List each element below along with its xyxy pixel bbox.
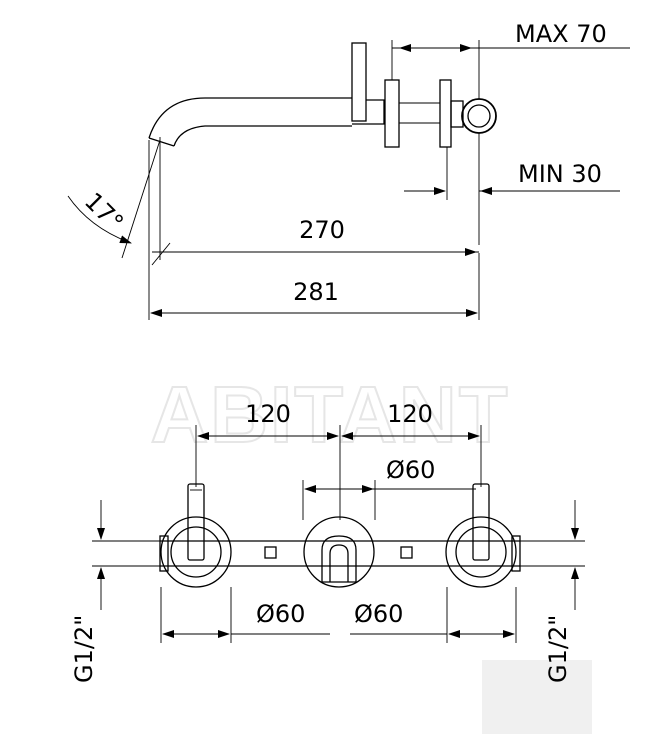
watermark-text: ABITANT bbox=[150, 370, 509, 459]
side-lever-base bbox=[352, 99, 385, 125]
right-lever bbox=[472, 483, 490, 561]
spacing-left-label: 120 bbox=[245, 400, 291, 428]
thread-left-label: G1/2" bbox=[70, 615, 98, 683]
valve-square-left bbox=[264, 546, 277, 559]
side-view: MAX 70 MIN 30 17° 270 281 bbox=[67, 20, 630, 320]
right-rosette bbox=[445, 516, 517, 588]
min-label: MIN 30 bbox=[518, 160, 602, 188]
center-rosette bbox=[303, 516, 375, 588]
angle-label: 17° bbox=[79, 187, 129, 237]
spout-bottom-edge bbox=[173, 125, 352, 147]
spout-outlet bbox=[148, 137, 175, 147]
spout-length-label: 270 bbox=[299, 216, 345, 244]
side-lever bbox=[351, 42, 367, 122]
rosette-right-label: Ø60 bbox=[354, 600, 403, 628]
side-wall-plate bbox=[384, 79, 400, 148]
valve-square-right bbox=[400, 546, 413, 559]
thread-right-label: G1/2" bbox=[544, 615, 572, 683]
side-body bbox=[439, 79, 452, 148]
left-lever bbox=[187, 483, 205, 561]
spacing-right-label: 120 bbox=[387, 400, 433, 428]
left-rosette bbox=[160, 516, 232, 588]
total-length-label: 281 bbox=[293, 278, 339, 306]
side-connector-inner bbox=[467, 104, 491, 128]
rosette-top-label: Ø60 bbox=[386, 456, 435, 484]
corner-patch bbox=[482, 660, 592, 734]
rosette-left-label: Ø60 bbox=[256, 600, 305, 628]
side-connector-outer bbox=[461, 98, 497, 134]
spout-top-edge bbox=[148, 97, 352, 139]
front-view: 120 120 Ø60 Ø60 bbox=[70, 400, 585, 683]
center-spout bbox=[321, 535, 357, 583]
max-label: MAX 70 bbox=[515, 20, 607, 48]
